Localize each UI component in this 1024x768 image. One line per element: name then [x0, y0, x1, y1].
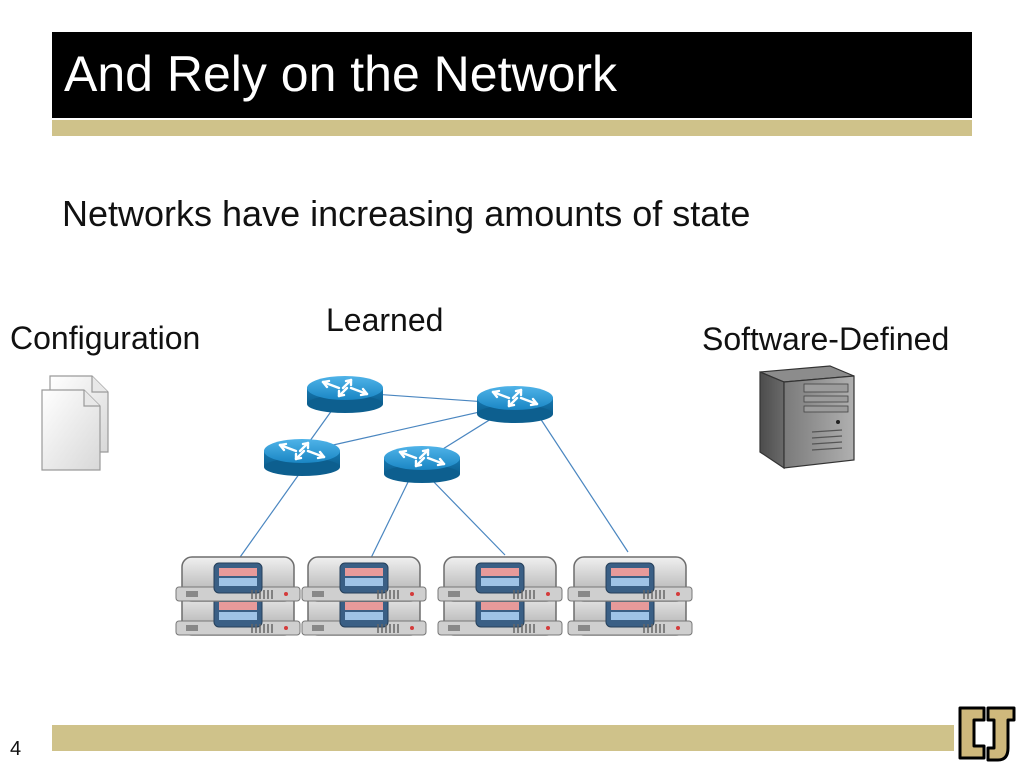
slide-title: And Rely on the Network [64, 46, 618, 102]
label-configuration: Configuration [10, 320, 201, 356]
router-icon [262, 437, 342, 478]
page-number: 4 [10, 738, 22, 760]
slide-subtitle: Networks have increasing amounts of stat… [62, 193, 751, 234]
server-stack-icon [176, 557, 300, 635]
cu-logo-icon [954, 702, 1020, 764]
router-icon [475, 384, 555, 425]
documents-icon [41, 375, 109, 471]
server-stack-icon [568, 557, 692, 635]
server-tower-icon [759, 365, 855, 470]
router-icon [305, 374, 385, 415]
server-stack-icon [438, 557, 562, 635]
server-stack-icon [302, 557, 426, 635]
router-icon [382, 444, 462, 485]
top-gold-bar [52, 120, 972, 136]
bottom-gold-bar [52, 725, 972, 751]
label-learned: Learned [326, 302, 444, 338]
label-software-defined: Software-Defined [702, 321, 950, 357]
title-bar: And Rely on the Network [52, 32, 972, 118]
